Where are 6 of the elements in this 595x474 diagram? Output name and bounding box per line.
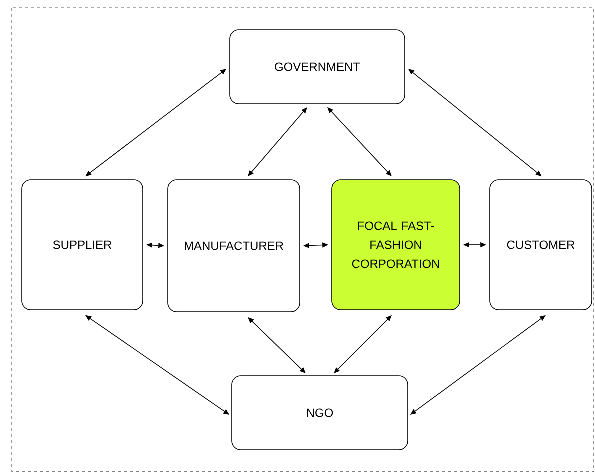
process-box: NGO — [232, 376, 408, 450]
process-box: GOVERNMENT — [230, 30, 406, 104]
process-box: FOCAL FAST- FASHION CORPORATION — [332, 180, 460, 310]
process-box: MANUFACTURER — [168, 180, 300, 312]
process-box: CUSTOMER — [490, 180, 592, 310]
process-box: SUPPLIER — [22, 180, 144, 310]
